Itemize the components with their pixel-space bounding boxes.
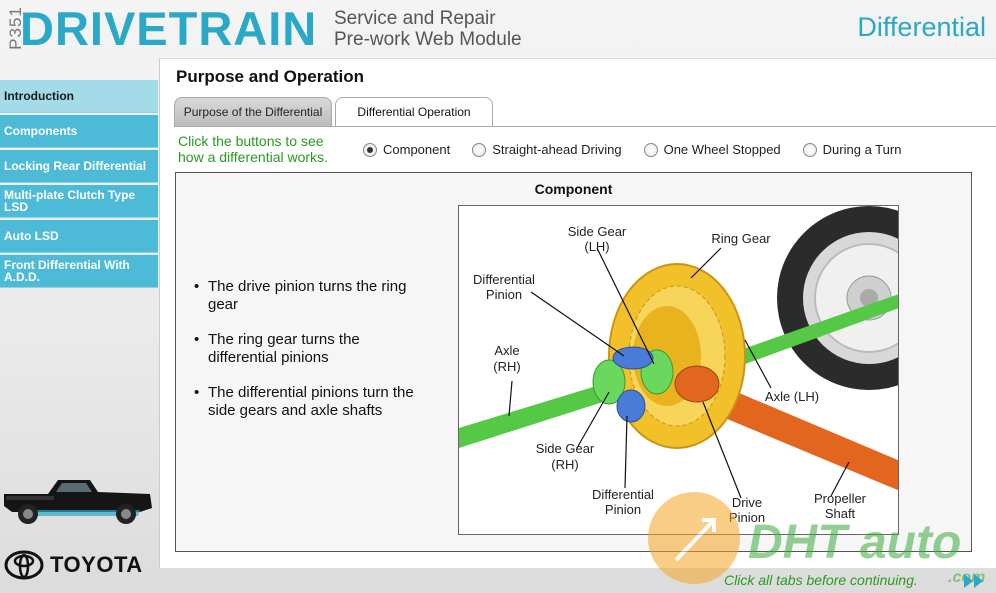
radio-straight-ahead-driving[interactable]: Straight-ahead Driving (472, 142, 622, 157)
label-differential-pinion-bottom: Differential (592, 487, 654, 502)
label-differential-pinion-bottom-sub: Pinion (605, 502, 641, 517)
label-ring-gear: Ring Gear (711, 231, 771, 246)
module-subtitle: Service and Repair Pre-work Web Module (334, 8, 522, 50)
label-side-gear-lh: Side Gear (568, 224, 627, 239)
axle-lh (729, 294, 898, 368)
differential-pinion-top (612, 346, 654, 370)
radio-button[interactable] (802, 142, 817, 157)
differential-diagram: Side Gear (LH) Ring Gear Differential Pi… (458, 205, 899, 535)
toyota-logo: TOYOTA (4, 550, 143, 580)
leader-lines (508, 247, 850, 499)
nav-item-components[interactable]: Components (0, 115, 158, 148)
section-title: Differential (857, 12, 986, 42)
label-axle-lh: Axle (LH) (765, 389, 819, 404)
radio-label: Straight-ahead Driving (492, 142, 622, 157)
propeller-shaft (684, 376, 898, 491)
tab-bar: Purpose of the Differential Differential… (174, 97, 493, 126)
label-propeller-shaft-sub: Shaft (825, 506, 856, 521)
list-item: The drive pinion turns the ring gear (194, 278, 424, 314)
pickup-truck-image (4, 480, 152, 524)
label-side-gear-lh-sub: (LH) (584, 239, 609, 254)
side-gear-rh (592, 359, 626, 405)
radio-during-a-turn[interactable]: During a Turn (802, 142, 902, 157)
differential-diagram-svg: Side Gear (LH) Ring Gear Differential Pi… (459, 206, 898, 525)
nav-item-front-differential-add[interactable]: Front Differential With A.D.D. (0, 255, 158, 288)
radio-label: During a Turn (822, 142, 902, 157)
nav-item-locking-rear-differential[interactable]: Locking Rear Differential (0, 150, 158, 183)
radio-label: One Wheel Stopped (663, 142, 781, 157)
explanation-list: The drive pinion turns the ring gear The… (194, 278, 424, 437)
list-item: The differential pinions turn the side g… (194, 384, 424, 420)
nav-item-auto-lsd[interactable]: Auto LSD (0, 220, 158, 253)
content-area: Component The drive pinion turns the rin… (175, 172, 972, 552)
instruction-hint: Click the buttons to see how a different… (178, 133, 328, 165)
radio-button[interactable] (643, 142, 658, 157)
radio-label: Component (383, 142, 451, 157)
axle-rh (459, 376, 634, 448)
radio-button[interactable] (472, 142, 487, 157)
wheel-image (777, 206, 898, 390)
view-radio-group: Component Straight-ahead Driving One Whe… (363, 142, 901, 157)
label-axle-rh: Axle (494, 343, 519, 358)
label-drive-pinion-sub: Pinion (729, 510, 765, 525)
content-title: Component (534, 181, 613, 197)
header: P351 DRIVETRAIN Service and Repair Pre-w… (0, 0, 996, 56)
tab-purpose-of-differential[interactable]: Purpose of the Differential (174, 97, 332, 126)
label-side-gear-rh: Side Gear (536, 441, 595, 456)
tab-divider (174, 126, 996, 127)
sidebar-nav: Introduction Components Locking Rear Dif… (0, 80, 158, 290)
label-differential-pinion-top-sub: Pinion (486, 287, 522, 302)
toyota-emblem-icon (4, 550, 44, 580)
nav-item-introduction[interactable]: Introduction (0, 80, 158, 113)
label-propeller-shaft: Propeller (814, 491, 867, 506)
tab-differential-operation[interactable]: Differential Operation (335, 97, 493, 126)
module-brand-title: DRIVETRAIN (20, 2, 318, 55)
subtitle-line-2: Pre-work Web Module (334, 29, 522, 50)
radio-component[interactable]: Component (363, 142, 450, 157)
radio-one-wheel-stopped[interactable]: One Wheel Stopped (643, 142, 781, 157)
panel-title: Purpose and Operation (176, 67, 364, 86)
drive-pinion (674, 365, 720, 403)
next-arrow-icon[interactable] (962, 572, 986, 590)
main-panel: Purpose and Operation Purpose of the Dif… (159, 58, 996, 568)
radio-button-checked[interactable] (363, 142, 377, 157)
subtitle-line-1: Service and Repair (334, 8, 496, 29)
list-item: The ring gear turns the differential pin… (194, 331, 424, 367)
label-side-gear-rh-sub: (RH) (551, 457, 578, 472)
toyota-wordmark: TOYOTA (50, 552, 143, 577)
label-drive-pinion: Drive (732, 495, 762, 510)
nav-item-multi-plate-clutch-lsd[interactable]: Multi-plate Clutch Type LSD (0, 185, 158, 218)
label-axle-rh-sub: (RH) (493, 359, 520, 374)
differential-pinion-bottom (616, 389, 646, 423)
label-differential-pinion-top: Differential (473, 272, 535, 287)
continue-instruction: Click all tabs before continuing. (724, 572, 918, 588)
